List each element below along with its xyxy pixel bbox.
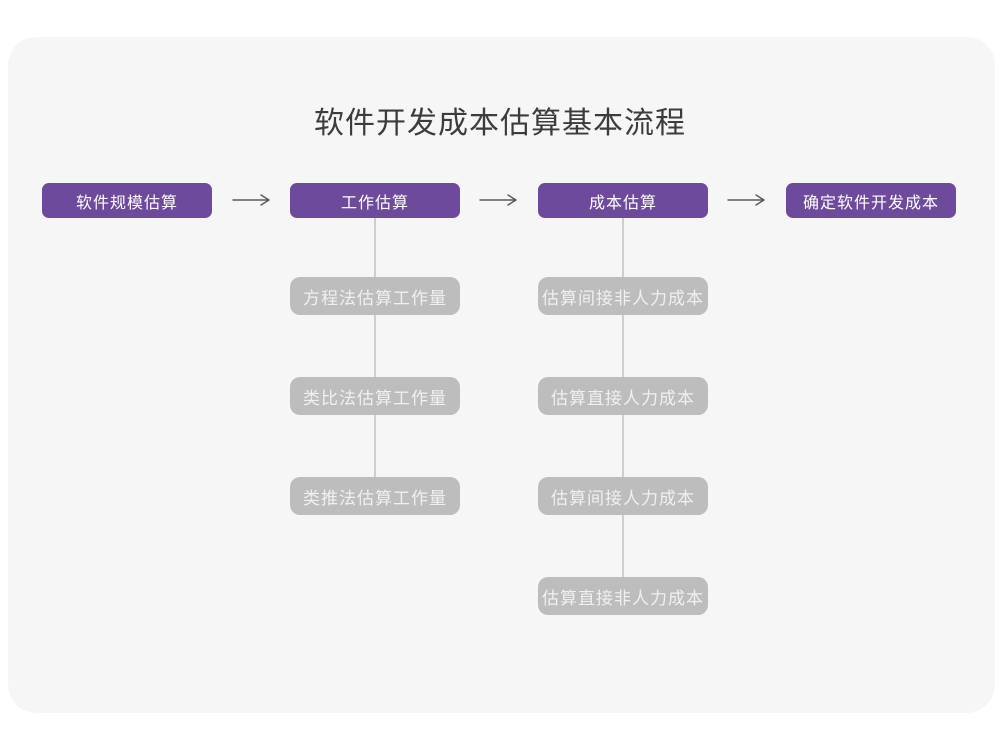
sub-node-extrapolation-method: 类推法估算工作量 [290, 477, 460, 515]
sub-node-direct-labor-cost: 估算直接人力成本 [538, 377, 708, 415]
right-arrow-icon [232, 194, 270, 206]
right-arrow-icon [479, 194, 517, 206]
sub-node-direct-nonlabor-cost: 估算直接非人力成本 [538, 577, 708, 615]
sub-node-analogy-method: 类比法估算工作量 [290, 377, 460, 415]
diagram-card-background [8, 37, 995, 713]
page-title: 软件开发成本估算基本流程 [314, 107, 686, 140]
sub-node-indirect-nonlabor-cost: 估算间接非人力成本 [538, 277, 708, 315]
sub-node-equation-method: 方程法估算工作量 [290, 277, 460, 315]
flow-node-software-scale-estimation: 软件规模估算 [42, 183, 212, 218]
right-arrow-icon [727, 194, 765, 206]
flow-node-determine-development-cost: 确定软件开发成本 [786, 183, 956, 218]
sub-node-indirect-labor-cost: 估算间接人力成本 [538, 477, 708, 515]
flow-node-work-estimation: 工作估算 [290, 183, 460, 218]
flow-node-cost-estimation: 成本估算 [538, 183, 708, 218]
connector-line-work [374, 218, 376, 480]
